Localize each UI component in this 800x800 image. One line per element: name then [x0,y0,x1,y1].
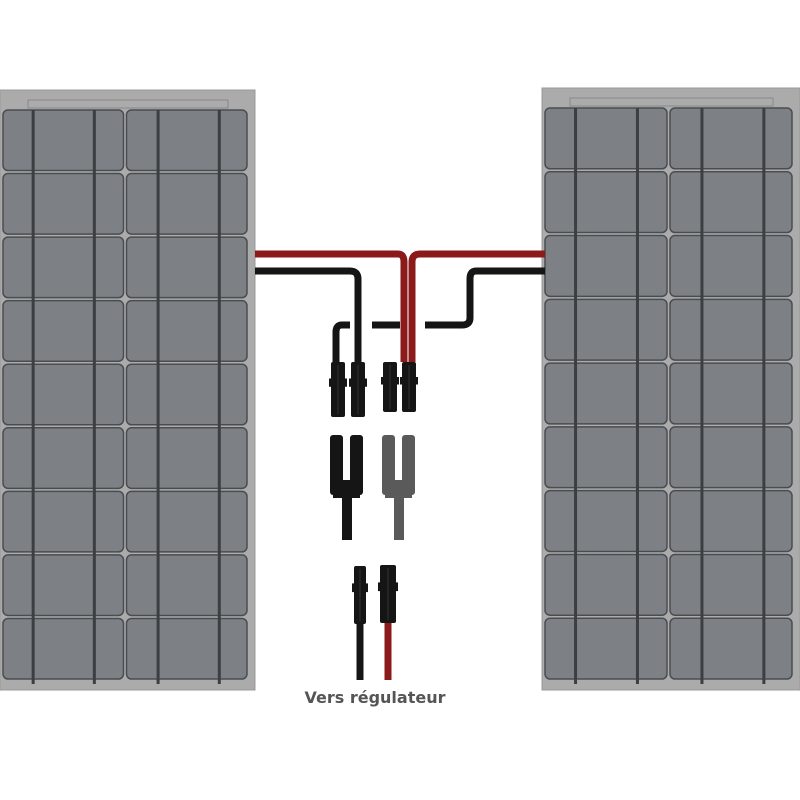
cables [255,250,545,680]
solar-cell [544,489,668,553]
mc4-connector-black-1 [329,362,347,417]
solar-cell [2,236,125,299]
solar-cell [125,554,248,617]
solar-cell [669,553,793,616]
y-branch-connector-black [330,435,363,540]
red-cable-left [255,250,408,362]
solar-cell [669,171,793,234]
solar-cell [669,489,793,553]
solar-cell [669,298,793,361]
panel-top-rail [569,97,774,107]
output-connector-black [352,566,368,624]
solar-cell [2,490,125,553]
branch-stem [342,495,352,540]
solar-cell [125,490,248,553]
caption-to-regulator: Vers régulateur [304,688,446,707]
solar-cell [125,109,248,172]
branch-junction [385,480,412,498]
solar-cell [2,109,125,172]
solar-cell [125,236,248,299]
y-branch-connector-grey [382,435,415,540]
solar-cell [2,617,125,680]
branch-junction [333,480,360,498]
right-solar-panel [541,87,800,691]
solar-cell [544,107,668,170]
solar-cell [544,553,668,616]
solar-cell [544,298,668,361]
mc4-connector-red-1 [381,362,399,412]
connectors [329,362,418,624]
solar-cell [2,554,125,617]
black-cable-crossover-down [332,321,350,362]
solar-cell [544,234,668,298]
mc4-connector-red-2 [400,362,418,412]
solar-cell [125,617,248,680]
solar-cell [2,172,125,235]
solar-cell [669,362,793,425]
solar-cell [669,617,793,680]
red-cable-right [408,250,545,362]
solar-cell [544,617,668,680]
solar-cell [544,171,668,234]
solar-cell [544,426,668,489]
solar-cell [669,426,793,489]
solar-cell [125,172,248,235]
solar-cell [125,427,248,490]
solar-cell [2,299,125,362]
branch-stem [394,495,404,540]
black-cable-right [425,267,545,329]
solar-cell [125,363,248,426]
solar-cell [2,363,125,426]
solar-cell [2,427,125,490]
black-cable-left [255,267,362,362]
mc4-connector-black-2 [349,362,367,417]
solar-cell [669,107,793,170]
solar-cell [669,234,793,298]
panel-top-rail [27,99,229,109]
left-solar-panel [0,89,256,691]
solar-cell [544,362,668,425]
solar-cell [125,299,248,362]
output-connector-red [378,565,398,623]
